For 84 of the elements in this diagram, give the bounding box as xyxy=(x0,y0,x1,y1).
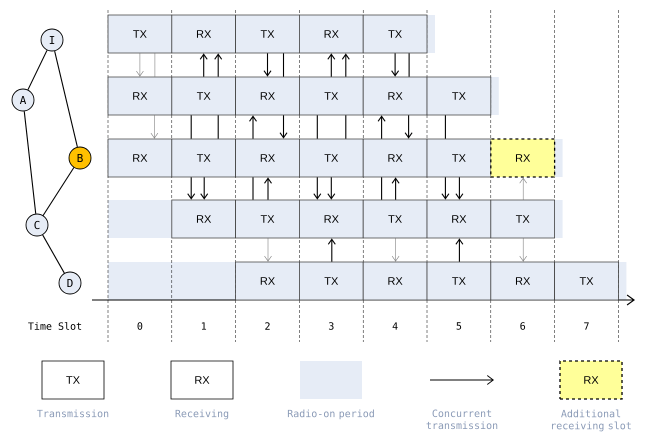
arrow xyxy=(280,115,288,139)
slot-number: 4 xyxy=(392,322,398,330)
line xyxy=(408,53,410,77)
line xyxy=(252,177,254,200)
arrow xyxy=(455,177,464,200)
slot-box: TX xyxy=(299,138,364,178)
slot-box: TX xyxy=(171,76,236,116)
arrow xyxy=(441,177,450,200)
link-line xyxy=(24,111,36,214)
line xyxy=(381,177,382,200)
slot-box: RX xyxy=(426,200,492,238)
arrow xyxy=(249,115,257,139)
line xyxy=(218,115,219,139)
arrow xyxy=(264,177,272,200)
arrow xyxy=(214,53,222,77)
arrow xyxy=(264,238,272,262)
arrow xyxy=(519,178,527,200)
arrow xyxy=(264,53,272,77)
slot-number: 0 xyxy=(138,322,142,330)
slot-box: RX xyxy=(235,262,300,300)
arrow xyxy=(328,238,336,262)
legend-box: RX xyxy=(559,360,623,400)
legend-label: Radio-on period xyxy=(288,410,374,420)
line xyxy=(444,115,446,139)
arrow xyxy=(136,53,144,77)
slot-box: RX xyxy=(235,138,300,178)
arrow xyxy=(150,115,158,139)
slot-number: 7 xyxy=(584,322,589,330)
slot-number: 6 xyxy=(520,322,526,330)
slot-number: 2 xyxy=(265,322,270,330)
line xyxy=(345,115,346,139)
link-line xyxy=(54,51,78,147)
slot-box: TX xyxy=(108,14,172,54)
arrow xyxy=(187,177,196,200)
link-line xyxy=(42,167,74,216)
slot-box: TX xyxy=(235,200,300,238)
arrow xyxy=(378,115,386,139)
line xyxy=(316,115,318,139)
arrow xyxy=(391,53,400,77)
axis-label: Time Slot xyxy=(28,322,82,330)
arrow xyxy=(313,177,322,200)
slot-box: TX xyxy=(235,14,300,54)
slot-number: 5 xyxy=(456,322,462,330)
arrow xyxy=(519,238,527,262)
slot-box: RX xyxy=(299,14,364,54)
legend-label: Additional receiving slot xyxy=(552,410,631,432)
line xyxy=(190,115,192,139)
line xyxy=(154,53,156,77)
arrow xyxy=(404,115,413,139)
slot-box: RX xyxy=(490,138,556,178)
slot-box: TX xyxy=(362,200,428,238)
arrow xyxy=(455,238,464,262)
slot-box: RX xyxy=(108,76,172,116)
slot-box: TX xyxy=(426,138,492,178)
legend-box: RX xyxy=(170,360,234,400)
slot-box: RX xyxy=(235,76,300,116)
legend-label: Concurrent transmission xyxy=(426,410,498,430)
slot-box: TX xyxy=(171,138,236,178)
slot-box: RX xyxy=(171,200,236,238)
arrow xyxy=(200,177,208,200)
link-line xyxy=(42,234,65,274)
slot-box: RX xyxy=(362,138,428,178)
slot-box: RX xyxy=(108,138,172,178)
slot-box: TX xyxy=(299,262,364,300)
legend-box: TX xyxy=(42,360,104,400)
slot-box: RX xyxy=(299,200,364,238)
line xyxy=(282,53,284,77)
arrow xyxy=(327,53,336,77)
legend-label: Receiving xyxy=(176,410,228,420)
arrow xyxy=(392,177,400,200)
arrow xyxy=(200,53,208,77)
slot-box: TX xyxy=(299,76,364,116)
slot-box: RX xyxy=(362,76,428,116)
slot-box: RX xyxy=(362,262,428,300)
slot-box: RX xyxy=(490,262,555,300)
slot-number: 1 xyxy=(202,322,206,330)
arrow xyxy=(392,238,400,262)
slot-box: TX xyxy=(426,262,492,300)
slot-box: RX xyxy=(171,14,236,54)
slot-number: 3 xyxy=(328,322,334,330)
arrow xyxy=(327,177,336,200)
arrow xyxy=(342,53,350,77)
link-line xyxy=(27,50,48,90)
legend-label: Transmission xyxy=(37,410,108,418)
